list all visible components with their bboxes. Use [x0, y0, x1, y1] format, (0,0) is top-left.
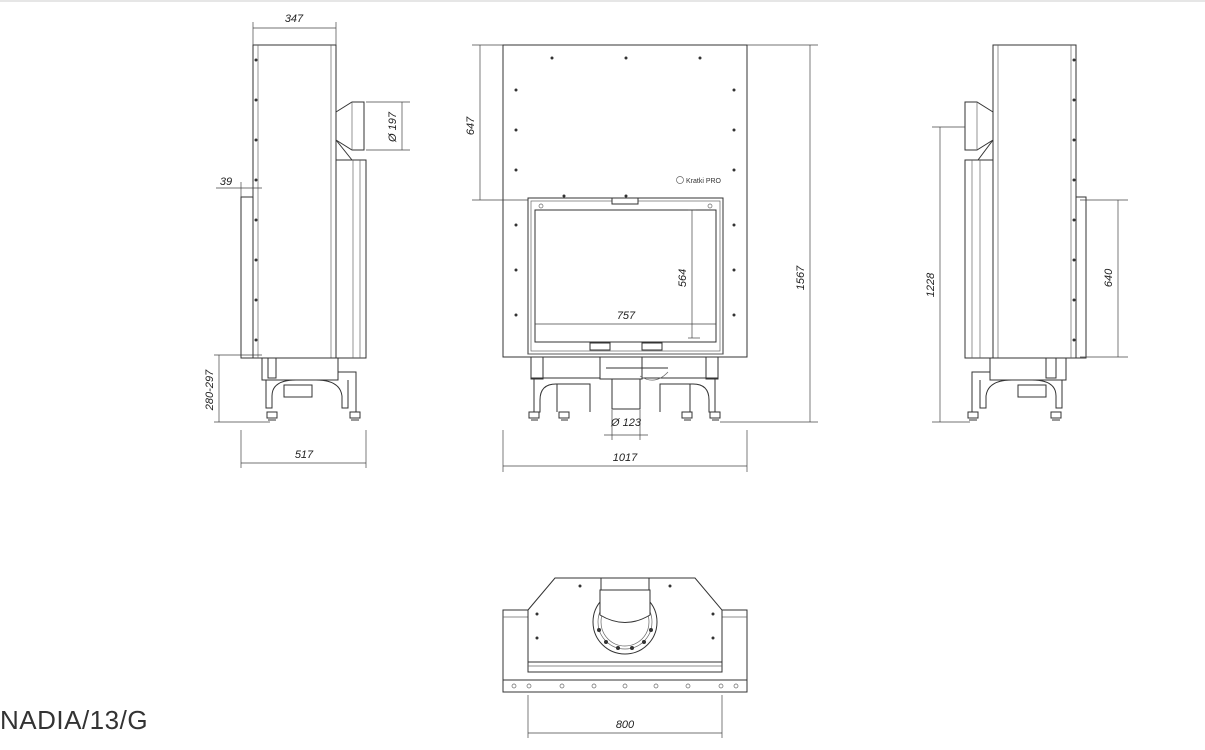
dim-glass-width: 757	[535, 310, 716, 325]
svg-text:Ø 123: Ø 123	[610, 417, 642, 429]
dim-side-offset: 39	[216, 176, 262, 197]
model-title: NADIA/13/G	[0, 705, 149, 735]
dim-right-total-height: 1228	[925, 126, 970, 423]
dim-glass-height: 564	[677, 209, 700, 339]
kratki-logo: Kratki PRO	[676, 176, 722, 185]
svg-text:517: 517	[295, 449, 314, 461]
dim-right-glass-height: 640	[1080, 199, 1128, 358]
svg-text:Kratki PRO: Kratki PRO	[686, 178, 722, 185]
svg-text:Ø 197: Ø 197	[387, 111, 399, 143]
svg-text:640: 640	[1103, 268, 1115, 287]
svg-text:1017: 1017	[613, 452, 638, 464]
front-view: Kratki PRO	[502, 44, 748, 421]
right-side-view	[964, 44, 1087, 421]
svg-text:1228: 1228	[925, 272, 937, 297]
dim-front-top-height: 647	[465, 44, 528, 201]
dim-flue-diameter: Ø 197	[366, 101, 410, 151]
svg-text:800: 800	[616, 719, 635, 731]
dim-side-depth-top: 347	[252, 13, 337, 45]
svg-text:39: 39	[220, 176, 232, 188]
svg-text:647: 647	[465, 116, 477, 135]
svg-text:564: 564	[677, 269, 689, 287]
dim-leg-height: 280-297	[204, 354, 270, 423]
dim-plan-width: 800	[527, 695, 723, 738]
svg-text:347: 347	[285, 13, 304, 25]
svg-text:1567: 1567	[795, 265, 807, 290]
dim-side-depth-base: 517	[240, 430, 367, 468]
left-side-view	[240, 44, 367, 421]
dim-air-inlet-diameter: Ø 123	[604, 410, 648, 440]
svg-text:757: 757	[617, 310, 636, 322]
svg-text:280-297: 280-297	[204, 369, 216, 411]
plan-view	[502, 577, 748, 693]
dim-total-height: 1567	[720, 44, 818, 423]
dim-front-width: 1017	[502, 430, 748, 472]
